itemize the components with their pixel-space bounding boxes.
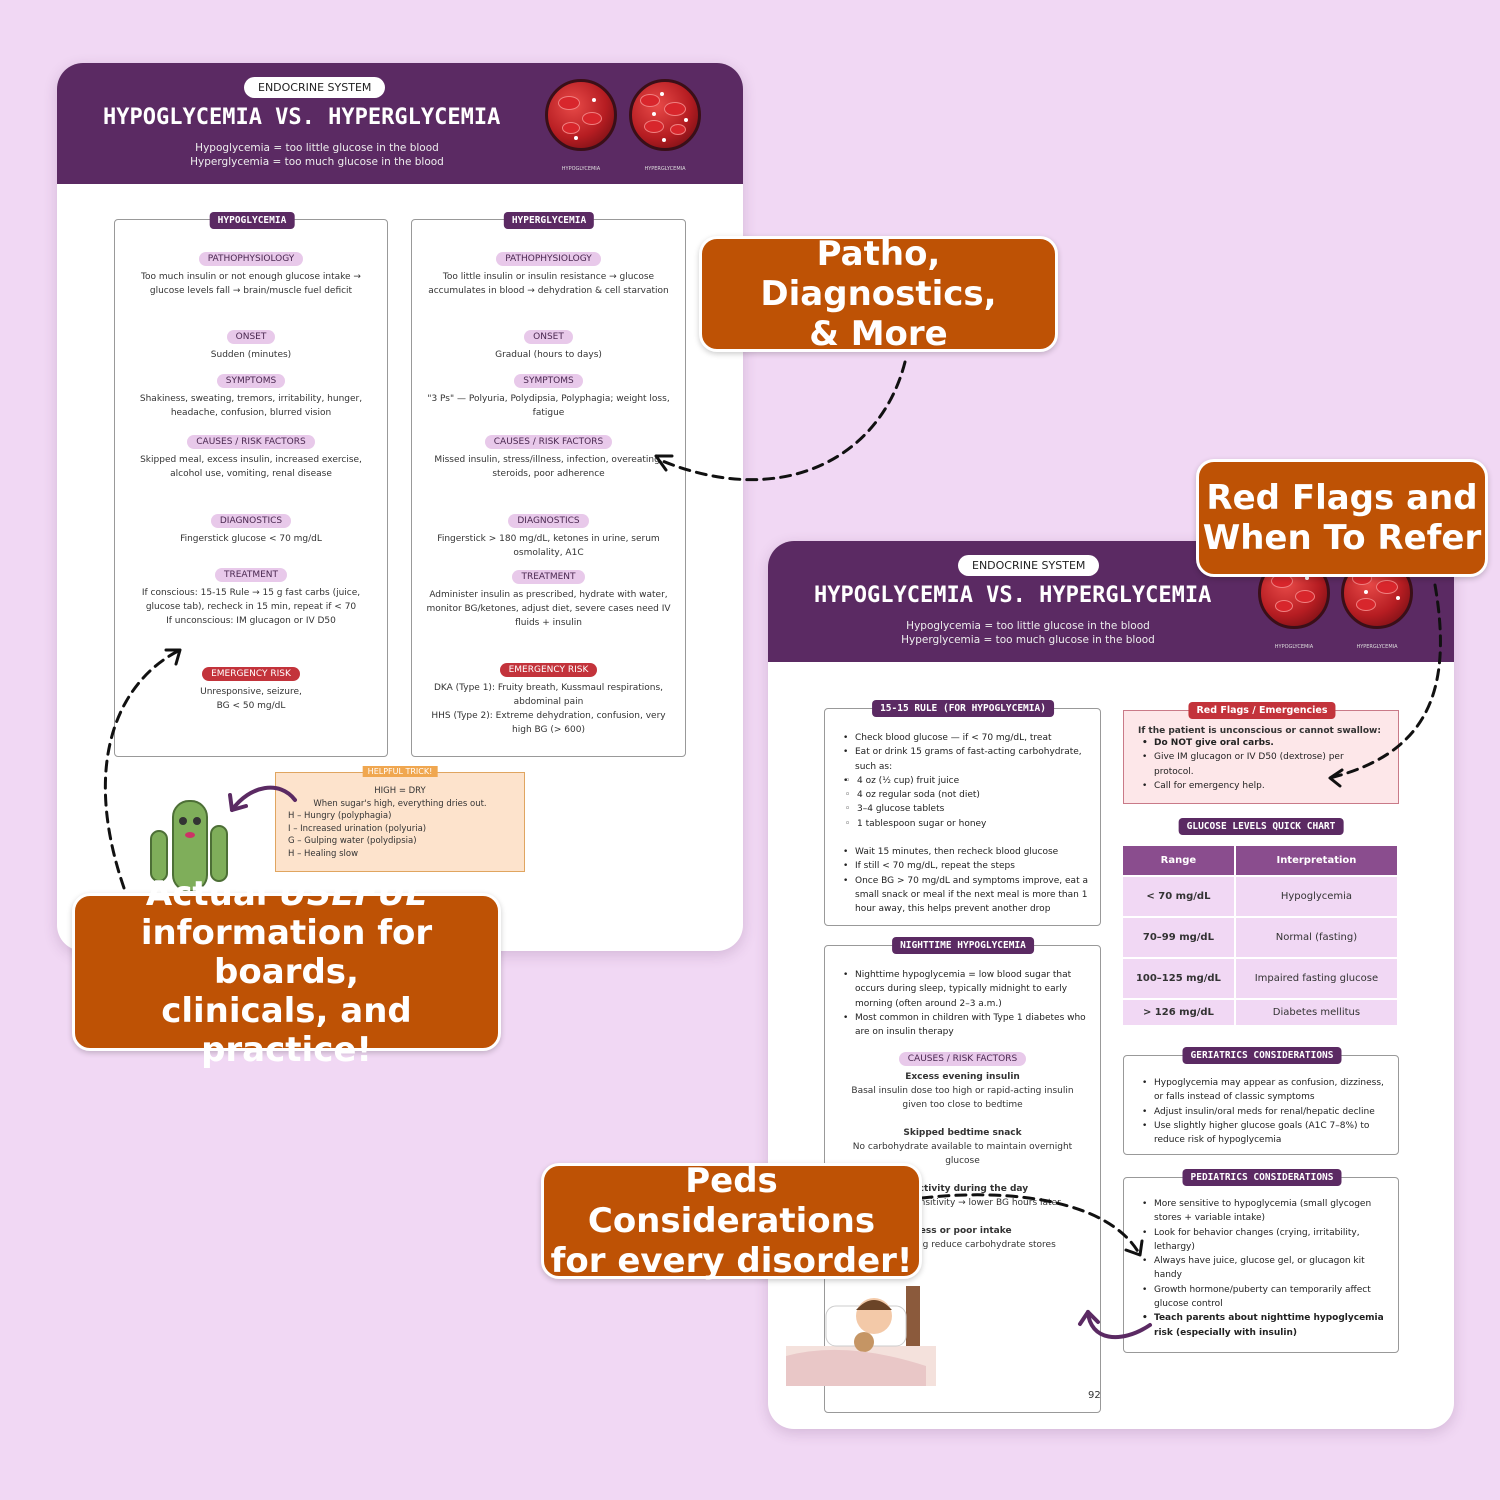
glucose-chart-title: GLUCOSE LEVELS QUICK CHART (1178, 818, 1344, 835)
chapter-tag: ENDOCRINE SYSTEM (958, 555, 1100, 576)
arrow-to-peds (920, 1193, 1142, 1257)
callout-useful: Actual USEFUL information for boards, cl… (72, 874, 501, 1069)
cell-label: HYPOGLYCEMIA (1274, 644, 1314, 650)
fifteen-rule-box: 15-15 RULE (FOR HYPOGLYCEMIA) Check bloo… (824, 700, 1101, 926)
page-header: ENDOCRINE SYSTEM HYPOGLYCEMIA VS. HYPERG… (57, 63, 743, 184)
cell-label: HYPERGLYCEMIA (1356, 644, 1398, 650)
right-page: ENDOCRINE SYSTEM HYPOGLYCEMIA VS. HYPERG… (768, 541, 1454, 1429)
subtitle: Hypoglycemia = too little glucose in the… (901, 620, 1155, 646)
subtitle: Hypoglycemia = too little glucose in the… (190, 142, 444, 168)
rule-list: Check blood glucose — if < 70 mg/dL, tre… (825, 731, 1100, 831)
page-title: HYPOGLYCEMIA VS. HYPERGLYCEMIA (814, 583, 1212, 608)
arrow-to-redflags (1328, 583, 1442, 780)
blood-cell-image (545, 79, 617, 151)
symptoms-section: SYMPTOMS"3 Ps" — Polyuria, Polydipsia, P… (427, 374, 670, 418)
left-page: ENDOCRINE SYSTEM HYPOGLYCEMIA VS. HYPERG… (57, 63, 743, 951)
callout-red-flags: Red Flags and When To Refer (1196, 459, 1488, 577)
panel-title: HYPOGLYCEMIA (209, 212, 295, 229)
sleeping-child-illustration (786, 1286, 936, 1386)
geriatrics-box: GERIATRICS CONSIDERATIONS Hypoglycemia m… (1123, 1047, 1399, 1155)
panel-title: HYPERGLYCEMIA (503, 212, 595, 229)
blood-cell-image (629, 79, 701, 151)
arrow-to-hypo-panel (103, 648, 182, 890)
chapter-tag: ENDOCRINE SYSTEM (244, 77, 386, 98)
cell-label: HYPERGLYCEMIA (644, 166, 686, 172)
page-number: 92 (1088, 1390, 1101, 1401)
page-title: HYPOGLYCEMIA VS. HYPERGLYCEMIA (103, 105, 501, 130)
red-flags-box: Red Flags / Emergencies If the patient i… (1123, 702, 1399, 804)
callout-peds: Peds Considerations for every disorder! (541, 1161, 922, 1281)
trick-title: HELPFUL TRICK! (362, 766, 438, 777)
helpful-trick-box: HELPFUL TRICK! HIGH = DRY When sugar's h… (275, 766, 525, 872)
cactus-illustration (150, 800, 228, 891)
arrow-to-page1 (658, 360, 907, 482)
pediatrics-box: PEDIATRICS CONSIDERATIONS More sensitive… (1123, 1169, 1399, 1353)
curved-arrow-cactus (230, 785, 297, 812)
curved-arrow-child (1086, 1310, 1152, 1340)
cell-label: HYPOGLYCEMIA (561, 166, 601, 172)
callout-patho: Patho, Diagnostics, & More (699, 234, 1058, 354)
